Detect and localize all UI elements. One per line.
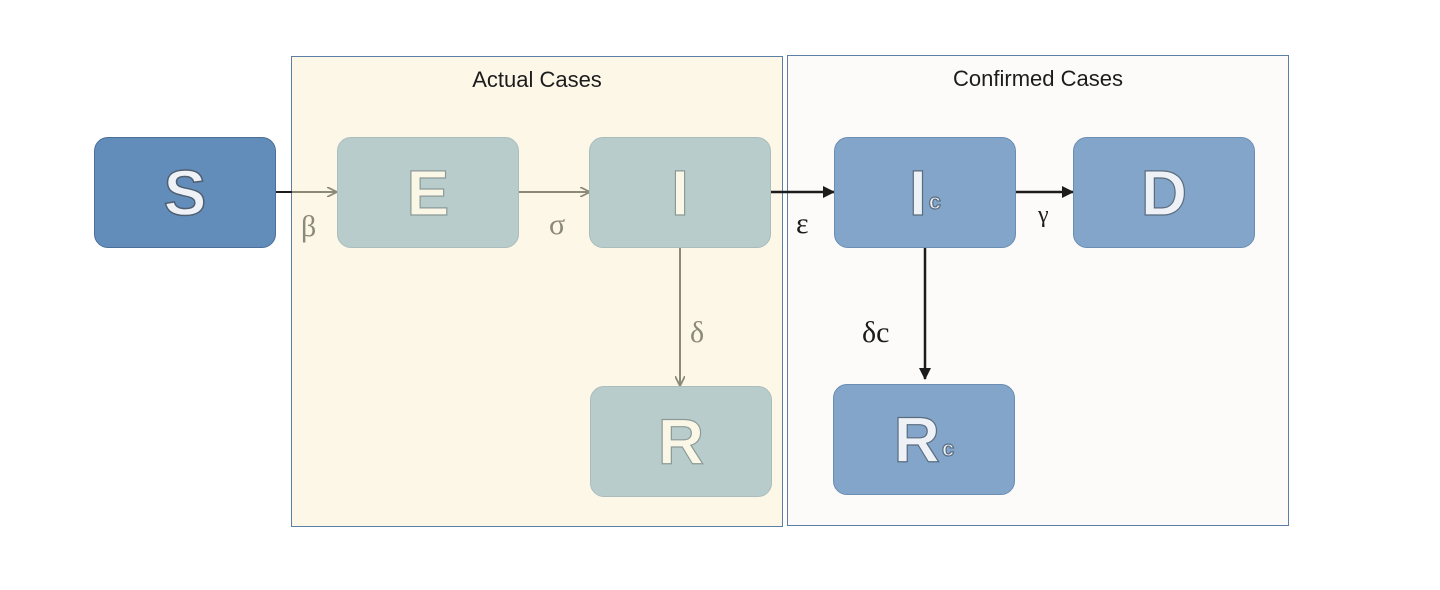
node-r: R [590, 386, 772, 497]
confirmed-cases-panel: Confirmed Cases [787, 55, 1289, 526]
node-e: E [337, 137, 519, 248]
node-rc-subscript: c [941, 435, 955, 461]
node-ic: I c [834, 137, 1016, 248]
node-d: D [1073, 137, 1255, 248]
node-rc-label: R [893, 403, 940, 476]
rate-delta-c: δc [862, 316, 890, 349]
actual-cases-panel: Actual Cases [291, 56, 783, 527]
rate-beta: β [301, 210, 317, 243]
rate-epsilon: ε [796, 207, 809, 240]
actual-cases-title: Actual Cases [472, 67, 602, 92]
node-s-label: S [163, 156, 207, 229]
node-i: I [589, 137, 771, 248]
rate-delta: δ [690, 316, 705, 349]
node-ic-subscript: c [928, 188, 942, 214]
node-r-label: R [657, 405, 705, 478]
node-rc: R c [833, 384, 1015, 495]
rate-gamma: γ [1038, 202, 1049, 228]
node-ic-label: I [908, 156, 927, 229]
confirmed-cases-title: Confirmed Cases [953, 66, 1123, 91]
node-d-label: D [1140, 156, 1188, 229]
node-e-label: E [406, 156, 450, 229]
node-s: S [94, 137, 276, 248]
rate-sigma: σ [549, 208, 566, 241]
node-i-label: I [671, 156, 690, 229]
